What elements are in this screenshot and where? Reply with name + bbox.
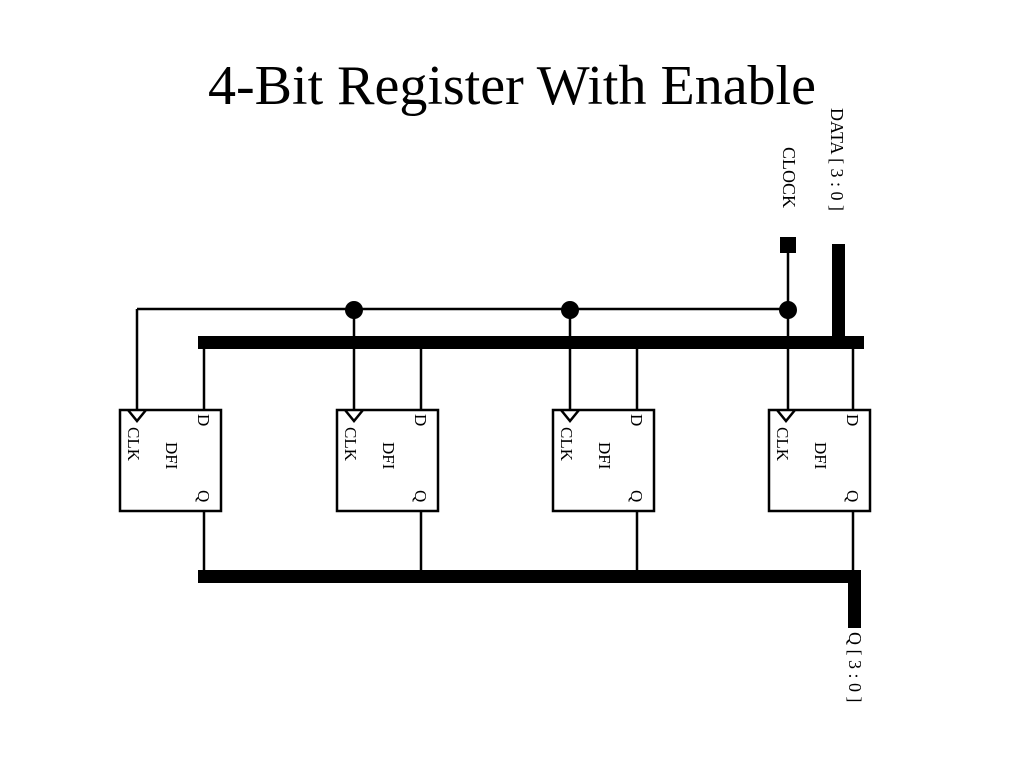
flip-flop: CLK DFI D Q <box>118 408 223 513</box>
clock-triangle-icon <box>560 409 580 423</box>
d-pin-label: D <box>627 414 646 426</box>
slide-title: 4-Bit Register With Enable <box>208 55 816 117</box>
flip-flop-name: DFI <box>379 442 398 470</box>
d-pin-label: D <box>411 414 430 426</box>
flip-flop: CLK DFI D Q <box>551 408 656 513</box>
data-bus <box>198 244 864 349</box>
junction-dot <box>779 301 797 319</box>
clock-input-pin <box>780 237 796 253</box>
clk-pin-label: CLK <box>124 427 143 462</box>
flip-flop: CLK DFI D Q <box>335 408 440 513</box>
clk-pin-label: CLK <box>341 427 360 462</box>
clock-triangle-icon <box>776 409 796 423</box>
junction-dot <box>561 301 579 319</box>
q-taps <box>202 512 855 570</box>
data-taps <box>202 349 855 410</box>
clock-triangle-icon <box>127 409 147 423</box>
flip-flop: CLK DFI D Q <box>767 408 872 513</box>
d-pin-label: D <box>843 414 862 426</box>
d-pin-label: D <box>194 414 213 426</box>
clock-port-label: CLOCK <box>779 147 799 208</box>
flip-flop-name: DFI <box>162 442 181 470</box>
flip-flop-name: DFI <box>595 442 614 470</box>
clk-pin-label: CLK <box>557 427 576 462</box>
q-bus-label: Q [ 3 : 0 ] <box>845 632 865 703</box>
clk-pin-label: CLK <box>773 427 792 462</box>
data-bus-label: DATA [ 3 : 0 ] <box>827 108 847 211</box>
junction-dot <box>345 301 363 319</box>
q-pin-label: Q <box>411 490 430 502</box>
flip-flop-name: DFI <box>811 442 830 470</box>
clock-net <box>135 251 790 415</box>
clock-junctions <box>345 301 797 319</box>
q-pin-label: Q <box>843 490 862 502</box>
q-pin-label: Q <box>194 490 213 502</box>
clock-triangle-icon <box>344 409 364 423</box>
q-bus <box>198 570 861 628</box>
q-pin-label: Q <box>627 490 646 502</box>
